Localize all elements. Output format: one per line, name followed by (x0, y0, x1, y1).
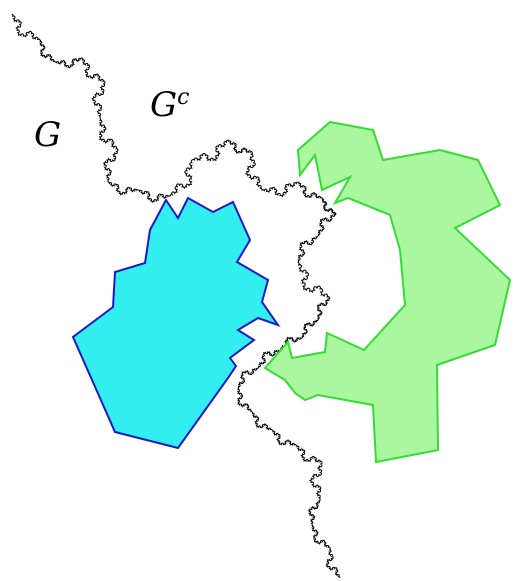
label-g: G (34, 115, 61, 155)
label-g-complement-base: G (150, 85, 177, 125)
green-polygon (263, 120, 512, 464)
fractal-boundary-curve (11, 13, 341, 579)
koch-curve-path (11, 13, 341, 579)
label-g-complement-sup: c (177, 85, 189, 110)
label-g-complement: Gc (150, 85, 190, 125)
cyan-polygon (71, 196, 281, 450)
